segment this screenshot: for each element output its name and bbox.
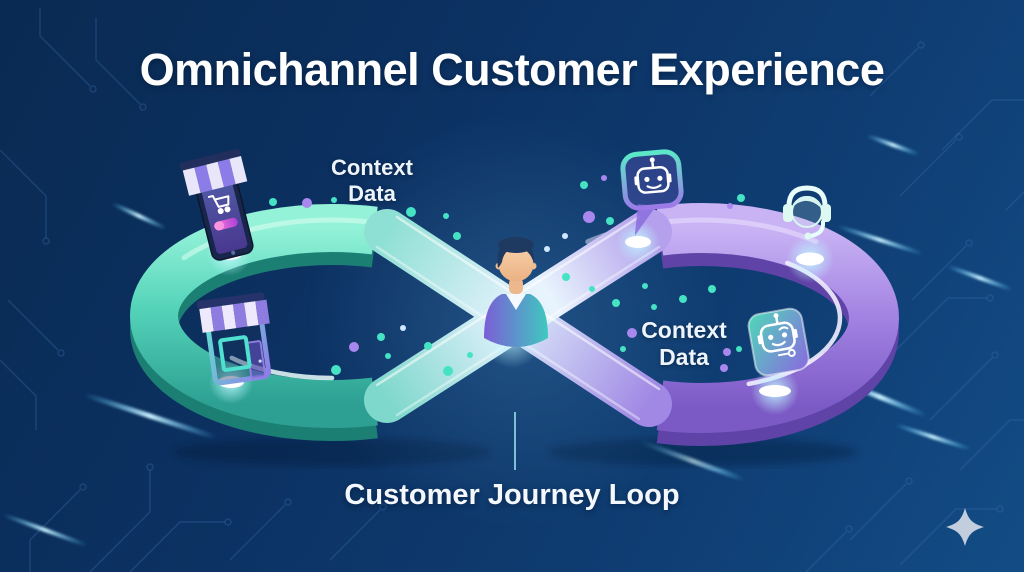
store-awning <box>196 292 270 333</box>
loop-caption: Customer Journey Loop <box>344 479 680 511</box>
left-loop-ring <box>130 204 534 428</box>
context-data-label-right: Context Data <box>614 317 754 371</box>
left-loop-highlight <box>143 217 521 415</box>
sparkle-icon <box>946 508 984 546</box>
context-data-label-left: Context Data <box>302 155 442 207</box>
page-title: Omnichannel Customer Experience <box>139 44 885 95</box>
customer-avatar-icon <box>482 237 548 368</box>
left-loop-trail <box>193 251 471 381</box>
phone-awning <box>179 148 248 196</box>
chatbot-bubble-icon <box>620 149 684 236</box>
infinity-loop <box>130 203 899 446</box>
right-loop-trail <box>561 245 843 391</box>
mobile-shopping-icon <box>179 148 254 261</box>
context-data-left-line2: Data <box>348 181 396 206</box>
context-data-right-line1: Context <box>641 317 727 343</box>
context-data-right-line2: Data <box>659 344 709 370</box>
context-data-left-line1: Context <box>331 155 413 180</box>
right-loop-ring <box>505 203 899 433</box>
ai-robot-icon <box>747 307 810 377</box>
support-headset-icon <box>783 185 831 240</box>
right-loop-highlight <box>517 217 887 419</box>
cart-icon <box>207 194 231 215</box>
scatter-dots <box>269 175 745 376</box>
storefront-icon <box>196 292 272 386</box>
circuit-traces <box>0 8 1024 572</box>
